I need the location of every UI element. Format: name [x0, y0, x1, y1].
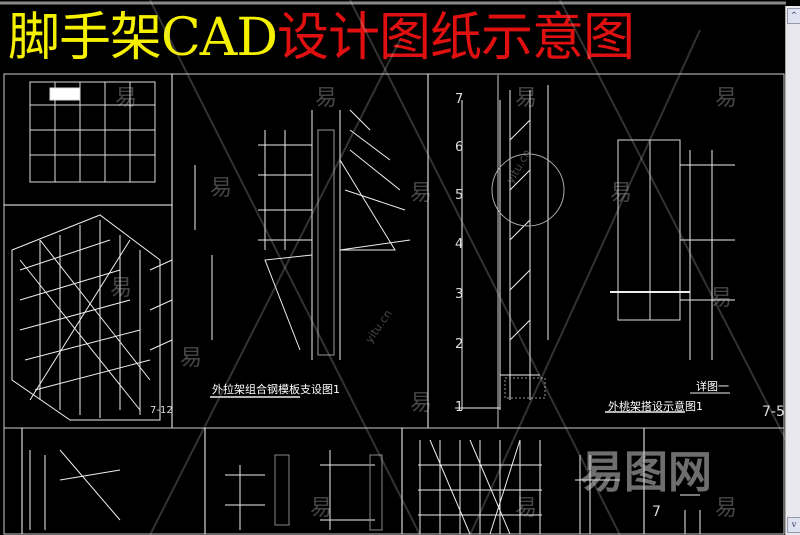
- scroll-up-button[interactable]: ^: [787, 8, 800, 24]
- scroll-down-button[interactable]: v: [787, 517, 800, 533]
- level-mark: 7: [455, 92, 464, 107]
- level-mark: 3: [455, 287, 464, 302]
- watermark-char: 易: [515, 496, 538, 521]
- sheet-number-right: 7-5: [762, 404, 785, 420]
- label-center-drawing: 外拉架组合钢模板支设图1: [212, 383, 340, 396]
- watermark-char: 易: [110, 276, 133, 301]
- bottom-number: 7: [652, 504, 661, 520]
- level-mark: 2: [455, 337, 464, 352]
- watermark-char: 易: [610, 181, 633, 206]
- watermark-diagonals: [149, 0, 786, 535]
- vertical-scrollbar[interactable]: ^ v: [785, 6, 800, 535]
- watermark-char: 易: [115, 86, 138, 111]
- watermark-char: 易: [180, 346, 203, 371]
- top-left-elevation: [29, 81, 156, 183]
- watermark-char: 易: [410, 181, 433, 206]
- center-section: [194, 109, 411, 398]
- drawing-title: 脚手架CAD设计图纸示意图: [8, 4, 635, 72]
- watermark-char: 易: [710, 286, 733, 311]
- right-elevation: [455, 75, 735, 428]
- label-detail: 详图一: [696, 380, 729, 393]
- title-part-yellow: 脚手架CAD: [8, 8, 278, 68]
- isometric-scaffold: [11, 214, 173, 421]
- watermark-char: 易: [715, 86, 738, 111]
- watermark-char: 易: [410, 391, 433, 416]
- level-mark: 1: [455, 400, 464, 415]
- watermark-char: 易: [315, 86, 338, 111]
- sheet-number-left: 7-12: [150, 405, 173, 416]
- watermark-brand: 易图网: [580, 447, 712, 498]
- bottom-details: [29, 439, 701, 535]
- level-mark: 5: [455, 188, 464, 203]
- watermark-char: 易: [515, 86, 538, 111]
- level-mark: 6: [455, 140, 464, 155]
- title-part-red: 设计图纸示意图: [277, 8, 635, 68]
- level-mark: 4: [455, 237, 464, 252]
- watermark-char: 易: [715, 496, 738, 521]
- frame: [3, 73, 785, 535]
- watermark-char: 易: [210, 176, 233, 201]
- label-right-drawing: 外桃架搭设示意图1: [608, 400, 703, 413]
- watermark-char: 易: [310, 496, 333, 521]
- scaffold-elevation-grid: [418, 439, 542, 535]
